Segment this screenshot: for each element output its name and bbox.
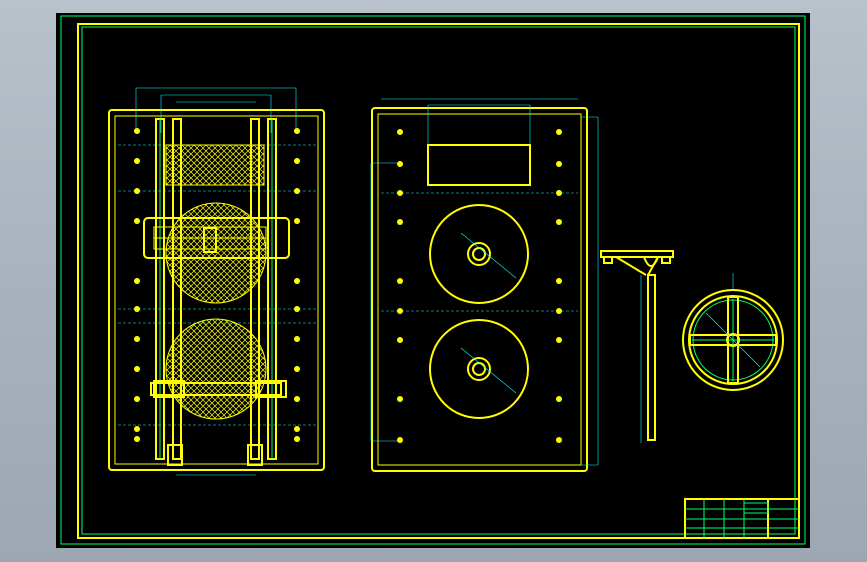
support-post-view xyxy=(600,250,674,443)
outer-border xyxy=(60,15,806,545)
middle-view xyxy=(370,98,599,472)
round-cover-view xyxy=(682,273,784,391)
left-view xyxy=(108,87,325,476)
cad-drawing xyxy=(60,15,806,545)
inner-border-line xyxy=(81,26,796,535)
title-block xyxy=(684,498,800,539)
cad-drawing-viewport[interactable] xyxy=(56,13,810,548)
inner-border xyxy=(77,23,800,539)
